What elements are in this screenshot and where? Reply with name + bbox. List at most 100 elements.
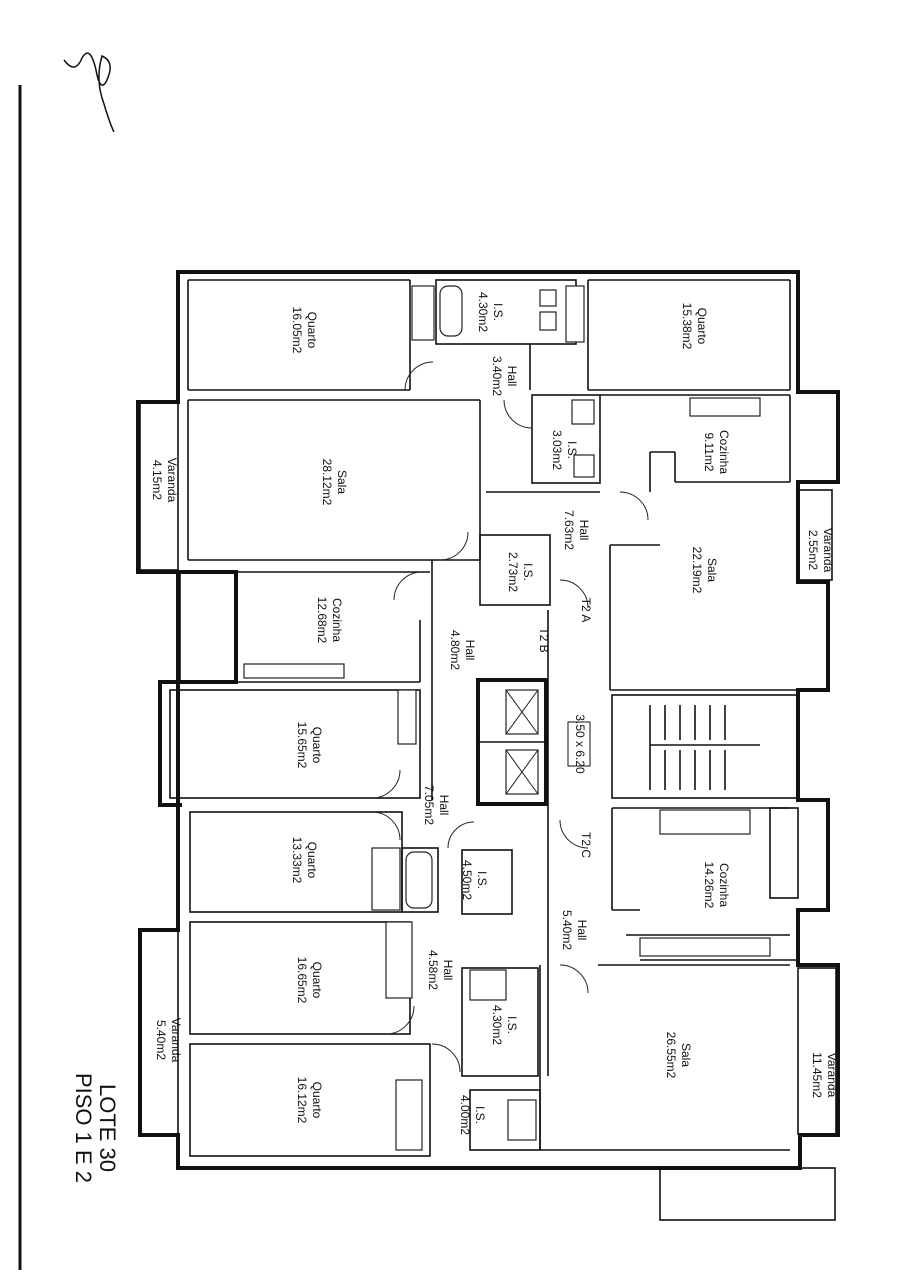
room-area: 22.19m2 [690, 547, 704, 594]
title-line-1: LOTE 30 [95, 1084, 120, 1172]
room-is-4-30-top: I.S. 4.30m2 [476, 292, 505, 332]
room-name: Varanda [169, 1018, 183, 1063]
room-varanda-4-15: Varanda 4.15m2 [150, 458, 179, 503]
room-name: Varanda [821, 528, 835, 573]
room-name: Quarto [310, 962, 324, 999]
room-name: I.S. [475, 871, 489, 889]
room-name: I.S. [473, 1106, 487, 1124]
room-area: 28.12m2 [320, 459, 334, 506]
room-name: Cozinha [330, 598, 344, 642]
room-hall-4-58: Hall 4.58m2 [426, 950, 455, 990]
room-area: 9.11m2 [702, 432, 716, 471]
room-name: Hall [505, 366, 519, 387]
room-hall-7-05: Hall 7.05m2 [422, 785, 451, 825]
room-area: 4.30m2 [490, 1005, 504, 1045]
room-area: 7.05m2 [422, 785, 436, 825]
room-area: 16.12m2 [295, 1077, 309, 1124]
room-varanda-5-40: Varanda 5.40m2 [154, 1018, 183, 1063]
room-area: 5.40m2 [560, 910, 574, 950]
room-name: I.S. [521, 563, 535, 581]
room-area: 3.03m2 [550, 430, 564, 470]
room-varanda-11-45: Varanda 11.45m2 [810, 1052, 839, 1098]
room-name: Quarto [695, 308, 709, 345]
room-area: 26.55m2 [664, 1032, 678, 1079]
room-name: Quarto [305, 842, 319, 879]
room-sala-26-55: Sala 26.55m2 [664, 1032, 693, 1079]
unit-t2a: T2 A [579, 598, 593, 623]
room-name: I.S. [491, 303, 505, 321]
room-cozinha-14-26: Cozinha 14.26m2 [702, 862, 731, 909]
signature-mark [63, 52, 115, 133]
room-quarto-16-05: Quarto 16.05m2 [290, 307, 319, 354]
room-area: 4.00m2 [458, 1095, 472, 1135]
room-area: 13.33m2 [290, 837, 304, 884]
room-cozinha-12-68: Cozinha 12.68m2 [315, 597, 344, 644]
room-name: Sala [679, 1043, 693, 1067]
unit-t2c: T2 C [579, 832, 593, 858]
room-labels: Quarto 16.05m2 I.S. 4.30m2 Quarto 15.38m… [150, 292, 839, 1135]
room-hall-3-40: Hall 3.40m2 [490, 356, 519, 396]
room-name: I.S. [565, 441, 579, 459]
room-area: 14.26m2 [702, 862, 716, 909]
room-name: Hall [575, 920, 589, 941]
room-area: 15.65m2 [295, 722, 309, 769]
room-area: 2.73m2 [506, 552, 520, 592]
room-name: Hall [441, 960, 455, 981]
room-quarto-15-65: Quarto 15.65m2 [295, 722, 324, 769]
room-area: 4.80m2 [448, 630, 462, 670]
room-name: Hall [437, 795, 451, 816]
room-sala-22-19: Sala 22.19m2 [690, 547, 719, 594]
interior-walls [169, 279, 798, 1157]
room-name: Hall [577, 520, 591, 541]
unit-labels: T2 A T2 B T2 C [537, 598, 593, 859]
room-area: 4.50m2 [460, 860, 474, 900]
room-area: 15.38m2 [680, 303, 694, 350]
room-name: Cozinha [717, 863, 731, 907]
room-area: 4.58m2 [426, 950, 440, 990]
room-hall-5-40: Hall 5.40m2 [560, 910, 589, 950]
room-hall-4-80: Hall 4.80m2 [448, 630, 477, 670]
room-varanda-2-55: Varanda 2.55m2 [806, 528, 835, 573]
room-area: 12.68m2 [315, 597, 329, 644]
door-swings [371, 361, 649, 1073]
balconies [139, 401, 837, 1221]
room-sala-28-12: Sala 28.12m2 [320, 459, 349, 506]
sheet-title: LOTE 30 PISO 1 E 2 [71, 1073, 120, 1183]
unit-t2b: T2 B [537, 627, 551, 652]
room-is-4-30-bottom: I.S. 4.30m2 [490, 1005, 519, 1045]
title-line-2: PISO 1 E 2 [71, 1073, 96, 1183]
room-cozinha-9-11: Cozinha 9.11m2 [702, 430, 731, 474]
room-is-4-00: I.S. 4.00m2 [458, 1095, 487, 1135]
room-name: Varanda [825, 1053, 839, 1098]
room-name: Quarto [305, 312, 319, 349]
room-area: 16.65m2 [295, 957, 309, 1004]
room-is-2-73: I.S. 2.73m2 [506, 552, 535, 592]
fixtures [243, 285, 771, 1151]
room-quarto-16-65: Quarto 16.65m2 [295, 957, 324, 1004]
room-area: 4.30m2 [476, 292, 490, 332]
room-hall-7-63: Hall 7.63m2 [562, 510, 591, 550]
room-name: Hall [463, 640, 477, 661]
room-area: 11.45m2 [810, 1052, 824, 1098]
room-name: Cozinha [717, 430, 731, 474]
room-name: Varanda [165, 458, 179, 503]
room-quarto-16-12: Quarto 16.12m2 [295, 1077, 324, 1124]
room-name: Quarto [310, 1082, 324, 1119]
room-area: 7.63m2 [562, 510, 576, 550]
room-area: 3.40m2 [490, 356, 504, 396]
room-quarto-15-38: Quarto 15.38m2 [680, 303, 709, 350]
room-name: I.S. [505, 1016, 519, 1034]
room-name: Quarto [310, 727, 324, 764]
room-quarto-13-33: Quarto 13.33m2 [290, 837, 319, 884]
room-area: 4.15m2 [150, 460, 164, 500]
room-area: 2.55m2 [806, 530, 820, 570]
room-is-3-03: I.S. 3.03m2 [550, 430, 579, 470]
dimension-box: 3.50 x 6.20 [573, 714, 587, 774]
room-area: 16.05m2 [290, 307, 304, 354]
dimension-box-frame [567, 721, 591, 767]
room-name: Sala [705, 558, 719, 582]
room-name: Sala [335, 470, 349, 494]
room-area: 5.40m2 [154, 1020, 168, 1060]
room-is-4-50: I.S. 4.50m2 [460, 860, 489, 900]
